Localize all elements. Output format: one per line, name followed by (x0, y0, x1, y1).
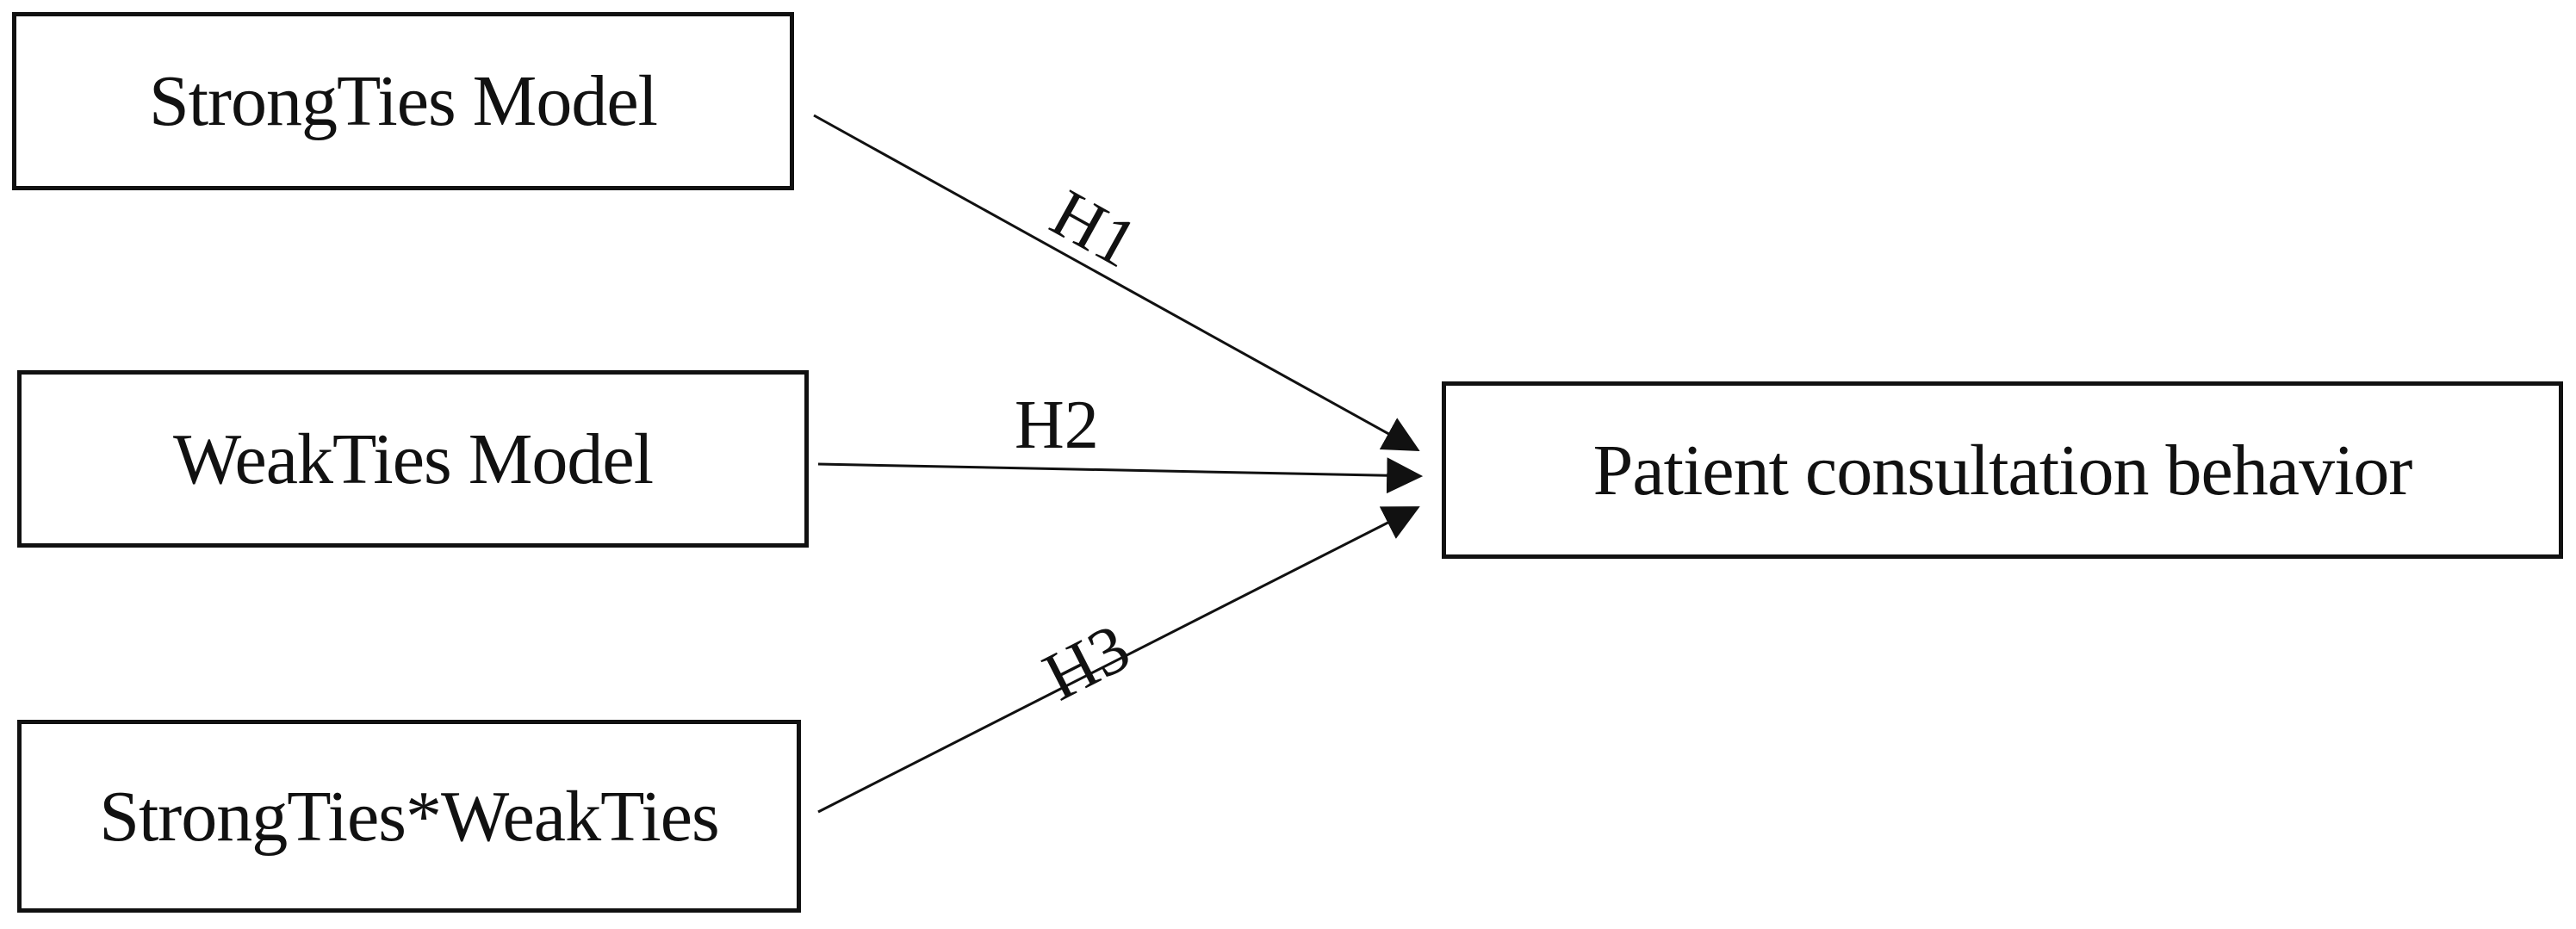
strong-ties-label: StrongTies Model (148, 61, 658, 141)
outcome-box: Patient consultation behavior (1442, 381, 2563, 559)
h3-label: H3 (1032, 610, 1141, 715)
h2-label: H2 (1015, 387, 1099, 463)
interaction-box: StrongTies*WeakTies (17, 720, 801, 913)
h3-arrow (817, 506, 1420, 814)
interaction-label: StrongTies*WeakTies (99, 776, 719, 857)
h1-label: H1 (1039, 176, 1149, 282)
weak-ties-label: WeakTies Model (172, 418, 654, 499)
outcome-label: Patient consultation behavior (1592, 430, 2413, 511)
h1-arrow (813, 114, 1420, 452)
strong-ties-box: StrongTies Model (12, 12, 794, 190)
h2-arrow (817, 457, 1424, 494)
weak-ties-box: WeakTies Model (17, 370, 809, 548)
